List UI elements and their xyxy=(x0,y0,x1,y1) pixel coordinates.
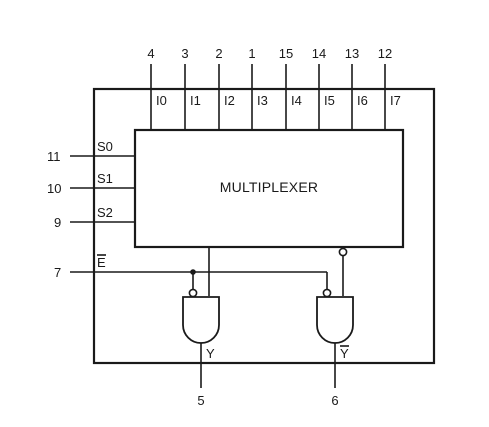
pin-label: I6 xyxy=(357,93,368,108)
pin-number: 4 xyxy=(147,46,154,61)
input-pin-i5: 14 I5 xyxy=(312,46,335,130)
select-pin-s2: 9 S2 xyxy=(54,205,135,230)
pin-label: I2 xyxy=(224,93,235,108)
data-input-pins: 4 I0 3 I1 2 I2 1 I3 15 I4 14 I5 xyxy=(147,46,401,130)
enable-pin: 7 E xyxy=(54,254,328,290)
pin-label: I5 xyxy=(324,93,335,108)
pin-label: S1 xyxy=(97,171,113,186)
pin-label: S2 xyxy=(97,205,113,220)
inversion-bubble xyxy=(338,247,348,257)
output-label: Y xyxy=(340,346,349,361)
multiplexer-label: MULTIPLEXER xyxy=(220,179,318,195)
pin-label: I0 xyxy=(156,93,167,108)
pin-number: 2 xyxy=(215,46,222,61)
pin-number: 9 xyxy=(54,215,61,230)
pin-number: 15 xyxy=(279,46,293,61)
inversion-bubble xyxy=(188,288,198,298)
pin-number: 10 xyxy=(47,181,61,196)
pin-number: 5 xyxy=(197,393,204,408)
pin-label: I1 xyxy=(190,93,201,108)
pin-label: I7 xyxy=(390,93,401,108)
select-pin-s0: 11 S0 xyxy=(47,139,135,164)
and-gate-body xyxy=(182,296,220,344)
input-pin-i4: 15 I4 xyxy=(279,46,302,130)
input-pin-i6: 13 I6 xyxy=(345,46,368,130)
pin-number: 6 xyxy=(331,393,338,408)
pin-number: 1 xyxy=(248,46,255,61)
junction-dot xyxy=(190,269,196,275)
pin-label: I3 xyxy=(257,93,268,108)
pin-number: 3 xyxy=(181,46,188,61)
input-pin-i7: 12 I7 xyxy=(378,46,401,130)
inversion-bubble xyxy=(322,288,332,298)
input-pin-i3: 1 I3 xyxy=(248,46,268,130)
package-outline xyxy=(92,87,436,365)
and-gate-body xyxy=(316,296,354,344)
input-pin-i1: 3 I1 xyxy=(181,46,201,130)
pin-label: I4 xyxy=(291,93,302,108)
select-pins: 11 S0 10 S1 9 S2 xyxy=(47,139,135,230)
output-label: Y xyxy=(206,346,215,361)
pin-number: 11 xyxy=(47,149,61,164)
input-pin-i2: 2 I2 xyxy=(215,46,235,130)
pin-label: E xyxy=(97,255,106,270)
pin-number: 7 xyxy=(54,265,61,280)
and-gate-y-bar: Y 6 xyxy=(316,288,354,408)
pin-number: 14 xyxy=(312,46,326,61)
and-gate-y: Y 5 xyxy=(182,288,220,408)
pin-label: S0 xyxy=(97,139,113,154)
pin-number: 13 xyxy=(345,46,359,61)
select-pin-s1: 10 S1 xyxy=(47,171,135,196)
pin-number: 12 xyxy=(378,46,392,61)
input-pin-i0: 4 I0 xyxy=(147,46,167,130)
